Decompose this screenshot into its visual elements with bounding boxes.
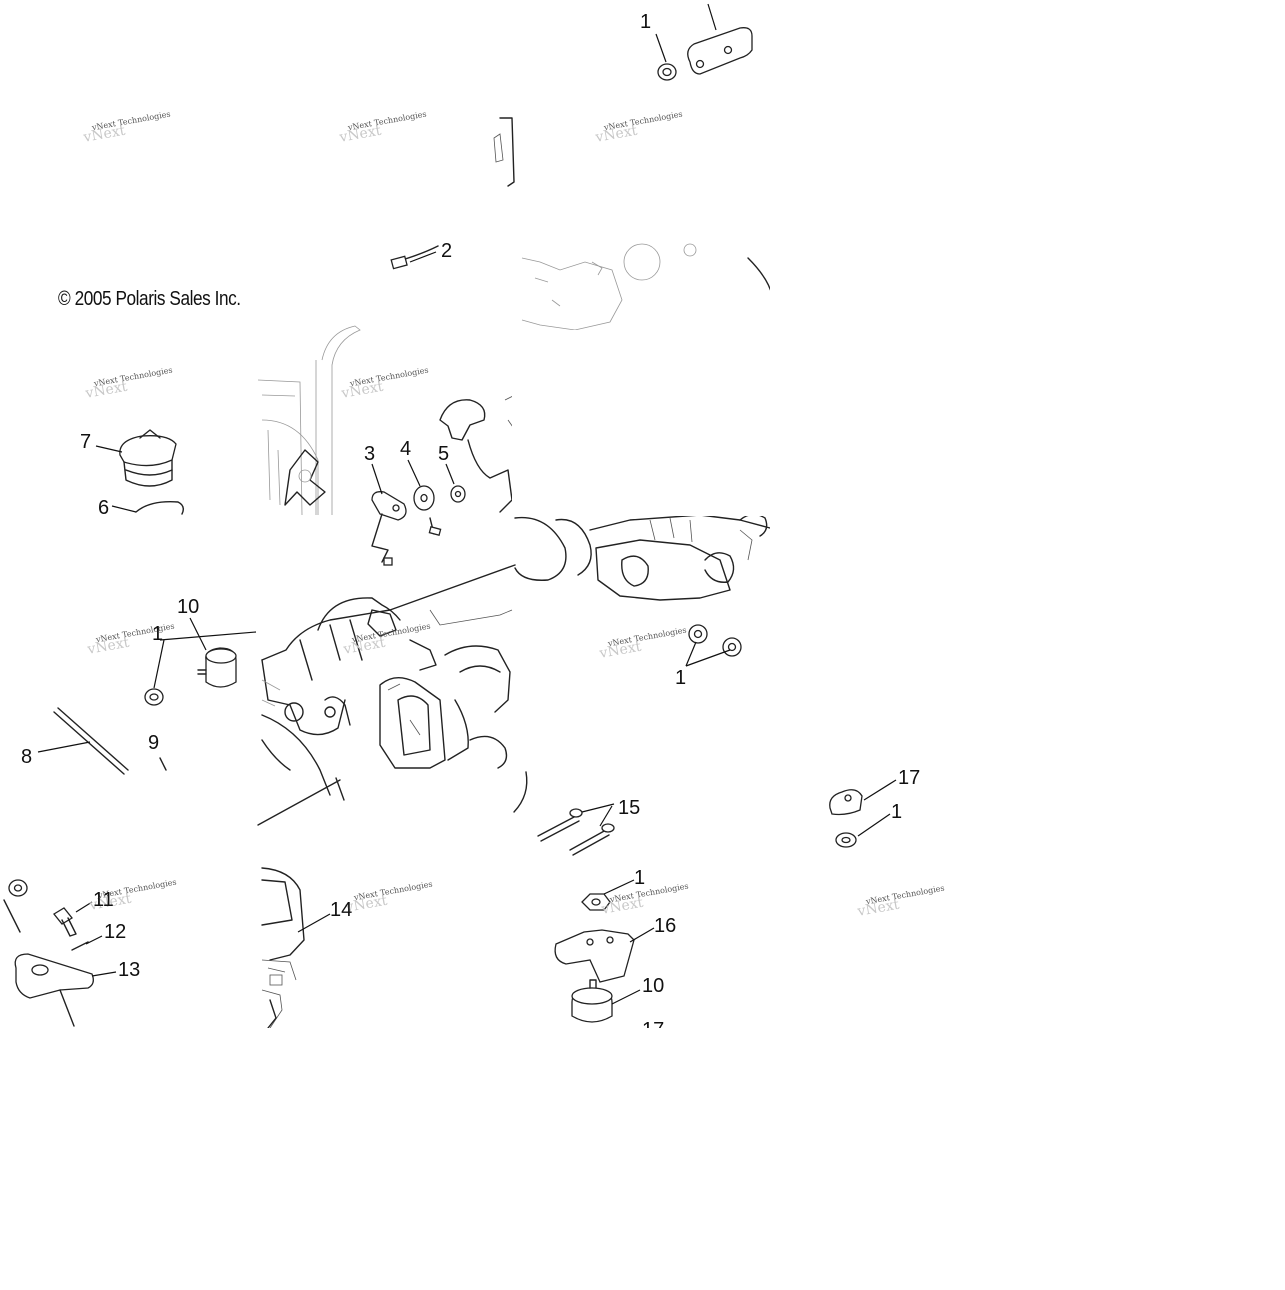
callout-17: 17 — [898, 767, 920, 789]
callout-1: 1 — [891, 801, 902, 823]
svg-text:vNext: vNext — [83, 379, 128, 402]
callout-1: 1 — [152, 623, 163, 645]
callout-13: 13 — [118, 959, 140, 981]
part-1-nuts-right — [688, 624, 742, 657]
callout-1: 1 — [640, 11, 651, 33]
svg-text:vNext: vNext — [341, 635, 386, 658]
part-10-mount-left — [197, 647, 237, 688]
svg-text:vNext: vNext — [593, 123, 638, 146]
callout-16: 16 — [654, 915, 676, 937]
part-12-pin — [71, 941, 89, 951]
copyright-notice: © 2005 Polaris Sales Inc. — [58, 288, 241, 310]
part-11-bolt — [53, 907, 77, 937]
callout-10: 10 — [642, 975, 664, 997]
part-8-strap — [53, 707, 129, 775]
part-1-nut-left — [144, 688, 164, 706]
svg-text:vNext: vNext — [85, 635, 130, 658]
part-17-bracket-right — [829, 789, 863, 816]
callout-14: 14 — [330, 899, 352, 921]
parts-illustrations — [3, 27, 863, 1027]
engine-illustration — [257, 117, 773, 1029]
callout-15: 15 — [618, 797, 640, 819]
part-1-nut-right-small — [835, 832, 857, 848]
callout-4: 4 — [400, 438, 411, 460]
svg-text:vNext: vNext — [81, 123, 126, 146]
part-6-ring — [135, 501, 185, 515]
callout-2: 2 — [441, 240, 452, 262]
callout-12: 12 — [104, 921, 126, 943]
callout-7: 7 — [80, 431, 91, 453]
callout-1: 1 — [675, 667, 686, 689]
svg-text:vNext: vNext — [87, 891, 132, 914]
part-bracket-plate-top — [687, 27, 753, 75]
callout-8: 8 — [21, 746, 32, 768]
callout-9: 9 — [148, 732, 159, 754]
svg-text:vNext: vNext — [599, 895, 644, 918]
svg-text:vNext: vNext — [855, 897, 900, 920]
svg-text:vNext: vNext — [337, 123, 382, 146]
callout-3: 3 — [364, 443, 375, 465]
svg-text:vNext: vNext — [343, 893, 388, 916]
part-15-bolts — [537, 808, 615, 856]
part-4-washer — [413, 485, 442, 536]
callout-10: 10 — [177, 596, 199, 618]
svg-text:vNext: vNext — [339, 379, 384, 402]
part-3-lever — [371, 491, 407, 566]
callout-1: 1 — [634, 867, 645, 889]
part-5-washer — [450, 485, 466, 503]
callout-11: 11 — [93, 889, 114, 911]
part-7-cap — [119, 429, 177, 487]
callout-6: 6 — [98, 497, 109, 519]
part-nut-bottom-left — [3, 879, 28, 933]
part-1-nut-top — [657, 63, 677, 81]
part-16-bracket — [554, 929, 635, 983]
part-10-mount-lower — [571, 979, 613, 1023]
part-13-bracket — [14, 953, 94, 1027]
callout-5: 5 — [438, 443, 449, 465]
part-1-nut-center — [581, 893, 611, 911]
leader-lines — [37, 3, 897, 1005]
svg-text:vNext: vNext — [597, 639, 642, 662]
